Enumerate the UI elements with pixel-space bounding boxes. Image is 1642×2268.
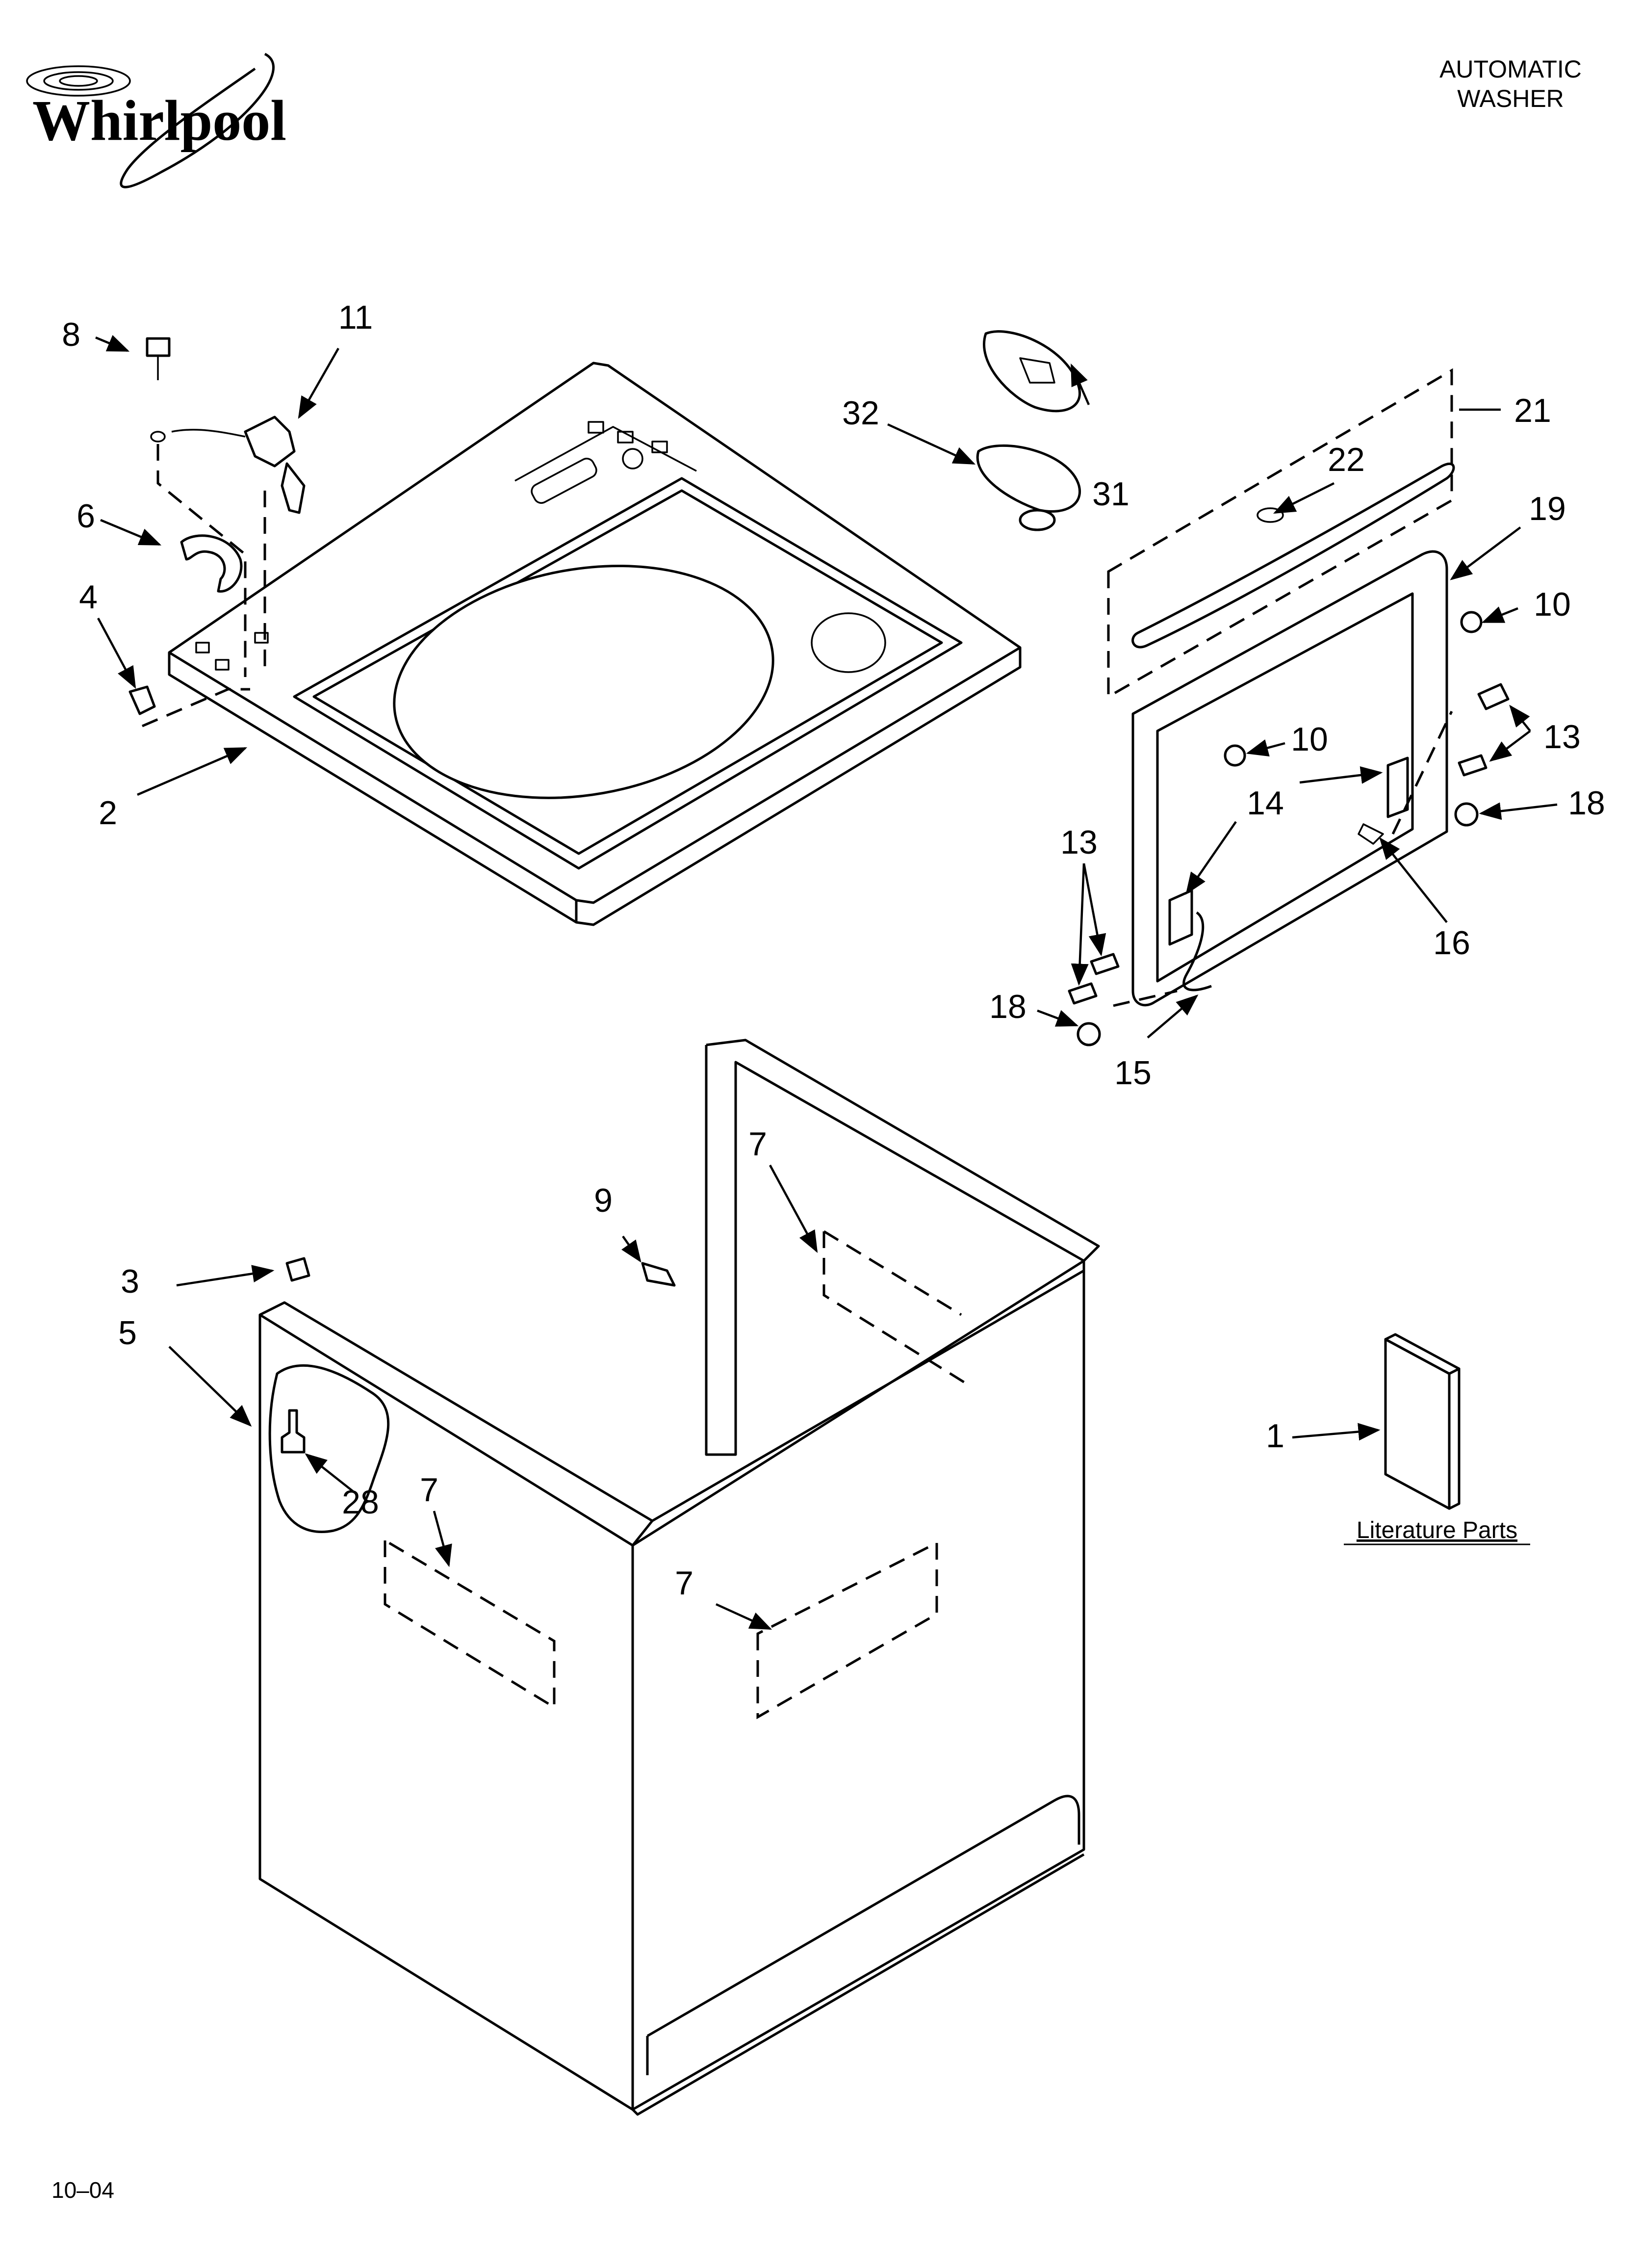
lid-frame	[1131, 550, 1448, 1007]
callout-16: 16	[1433, 924, 1470, 962]
date-code: 10–04	[51, 2177, 114, 2203]
hinge-right	[1386, 756, 1409, 818]
lid-hinge-rod	[1182, 911, 1212, 991]
callout-28: 28	[342, 1484, 379, 1521]
screw-13c	[1090, 953, 1120, 975]
literature-label: Literature Parts	[1357, 1517, 1517, 1543]
lid-switch	[171, 416, 306, 514]
callout-2: 2	[99, 794, 117, 832]
callout-11: 11	[338, 299, 373, 336]
screw-9	[641, 1262, 676, 1287]
callout-7c: 7	[675, 1564, 693, 1602]
callout-22: 22	[1328, 441, 1365, 478]
screw-28	[281, 1409, 306, 1454]
cutaway	[268, 1364, 390, 1533]
cabinet	[258, 1039, 1100, 2116]
header-line-2: WASHER	[1457, 85, 1564, 112]
callout-8: 8	[62, 316, 80, 353]
clip-4	[128, 685, 156, 715]
screw-13d	[1068, 982, 1098, 1005]
callout-19: 19	[1529, 490, 1566, 527]
callout-4: 4	[79, 578, 98, 616]
callout-32: 32	[842, 394, 879, 432]
nut-18b	[1077, 1022, 1101, 1046]
callout-21: 21	[1514, 392, 1551, 429]
callout-7a: 7	[748, 1125, 767, 1163]
callout-10b: 10	[1291, 721, 1328, 758]
bumper-10b	[1224, 744, 1246, 767]
callout-3: 3	[121, 1263, 139, 1300]
callout-7b: 7	[420, 1471, 438, 1509]
top-panel	[168, 362, 1022, 926]
callout-1: 1	[1266, 1417, 1284, 1455]
screw-8	[146, 337, 171, 443]
header-line-1: AUTOMATIC	[1439, 55, 1582, 83]
brand-name: Whirlpool	[32, 88, 286, 153]
bumper-10a	[1460, 611, 1483, 633]
hinge-pin	[1358, 823, 1384, 845]
callout-18a: 18	[1568, 784, 1605, 822]
lid-trim	[1131, 462, 1455, 649]
bleach-dispenser	[976, 444, 1081, 531]
callout-6: 6	[77, 497, 95, 535]
screw-13a	[1477, 683, 1510, 710]
callout-5: 5	[118, 1314, 137, 1352]
screw-13b	[1458, 754, 1488, 777]
clip-3	[285, 1257, 310, 1282]
leader-lines	[95, 335, 1558, 1630]
callout-10a: 10	[1534, 586, 1571, 623]
wire-clip	[180, 534, 243, 593]
nut-18a	[1454, 802, 1479, 827]
callout-31: 31	[1092, 475, 1129, 513]
callout-14a: 14	[1247, 784, 1284, 822]
callout-18b: 18	[989, 988, 1026, 1025]
fabric-softener-dispenser	[983, 330, 1081, 413]
callout-9: 9	[594, 1182, 613, 1219]
hinge-left	[1168, 889, 1193, 946]
callout-13a: 13	[1543, 718, 1581, 756]
callout-13b: 13	[1060, 824, 1098, 861]
whirlpool-logo: Whirlpool	[26, 52, 286, 188]
callout-15: 15	[1114, 1054, 1152, 1092]
literature-booklet	[1384, 1333, 1461, 1510]
